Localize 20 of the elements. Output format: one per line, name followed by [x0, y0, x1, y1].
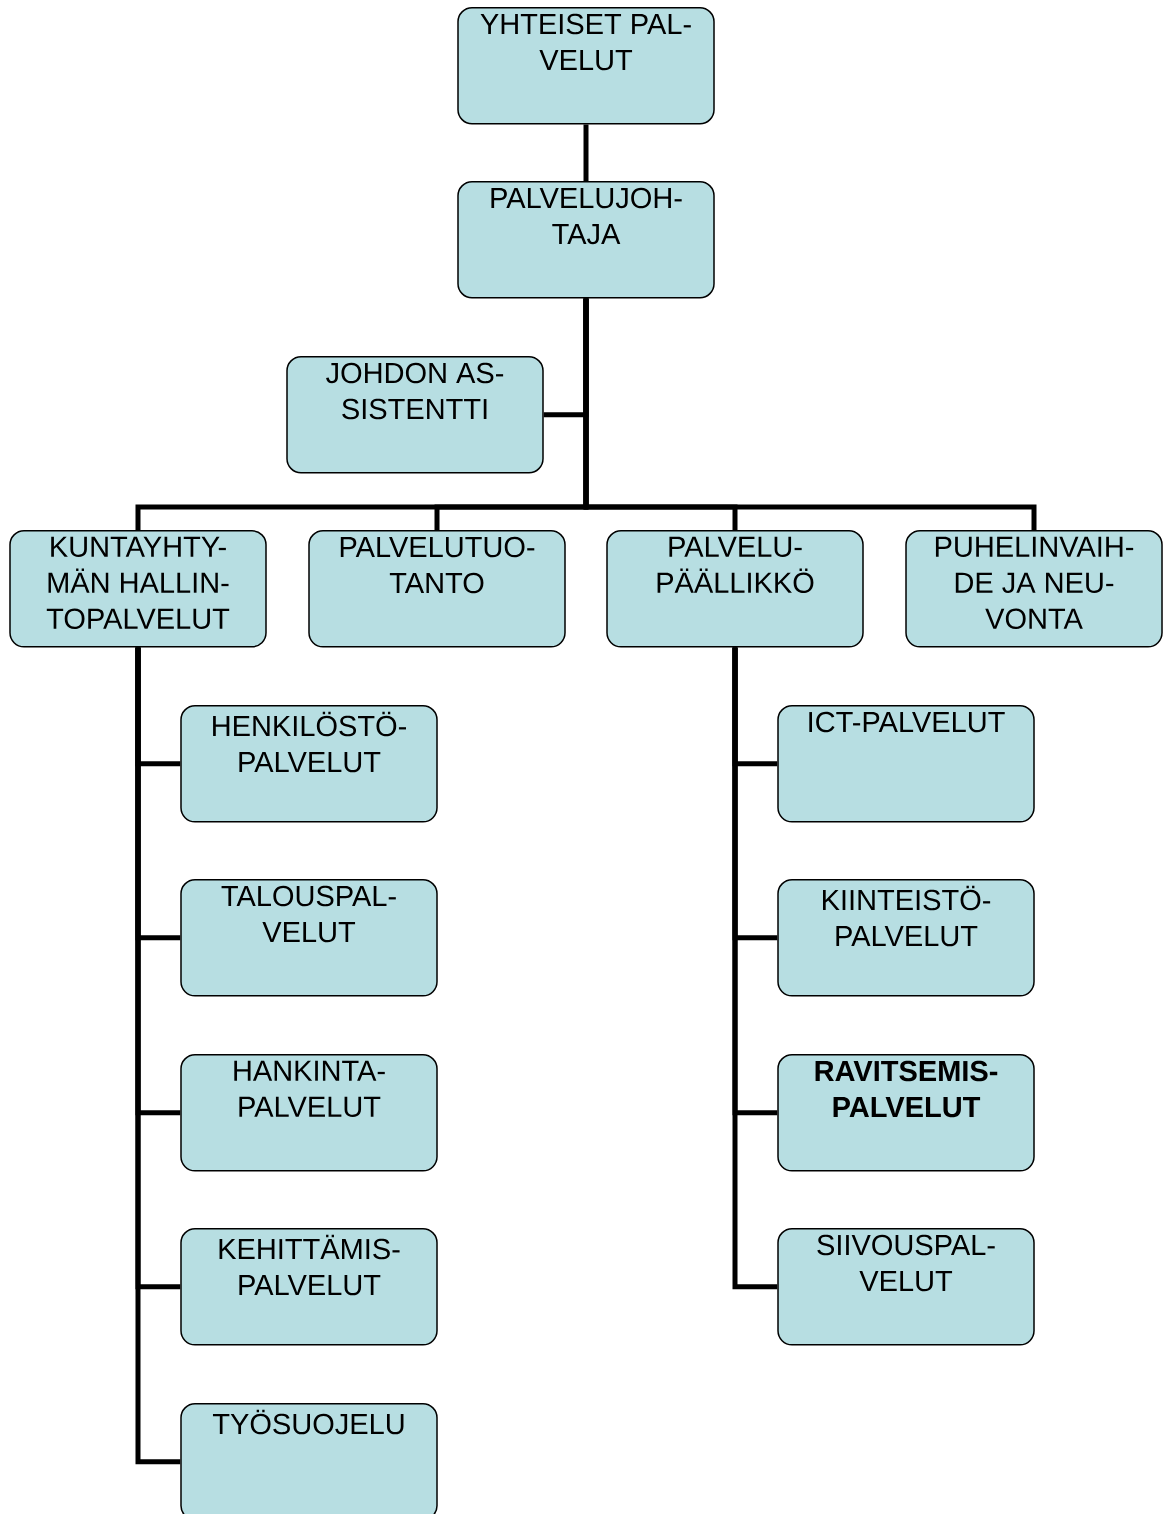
org-box: PALVELUJOH- TAJA [457, 181, 715, 299]
org-box: HENKILÖSTÖ- PALVELUT [180, 705, 438, 823]
connector-line [583, 124, 589, 181]
org-box: SIIVOUSPAL- VELUT [777, 1228, 1035, 1346]
connector-line [732, 647, 778, 1290]
org-box: PALVELU- PÄÄLLIKKÖ [606, 530, 864, 648]
org-box: PALVELUTUO- TANTO [308, 530, 566, 648]
org-box: JOHDON AS- SISTENTTI [286, 356, 544, 474]
org-box: HANKINTA- PALVELUT [180, 1054, 438, 1172]
org-box: TYÖSUOJELU [180, 1403, 438, 1514]
connector-line [583, 298, 1037, 530]
org-box: YHTEISET PAL- VELUT [457, 7, 715, 125]
org-box: KUNTAYHTY- MÄN HALLIN- TOPALVELUT [9, 530, 267, 648]
org-box: PUHELINVAIH- DE JA NEU- VONTA [905, 530, 1163, 648]
org-box: TALOUSPAL- VELUT [180, 879, 438, 997]
org-box: RAVITSEMIS- PALVELUT [777, 1054, 1035, 1172]
connector-line [135, 647, 181, 1465]
org-box: KIINTEISTÖ- PALVELUT [777, 879, 1035, 997]
org-box: ICT-PALVELUT [777, 705, 1035, 823]
org-box: KEHITTÄMIS- PALVELUT [180, 1228, 438, 1346]
